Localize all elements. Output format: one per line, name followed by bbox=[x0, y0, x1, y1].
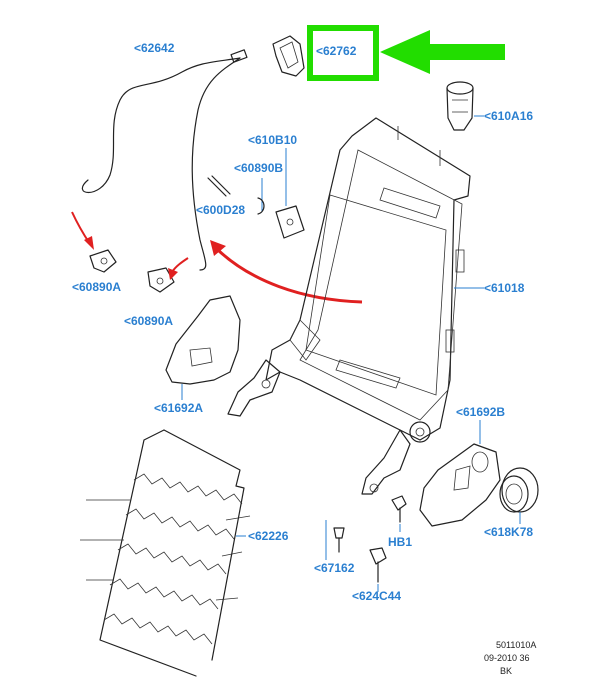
callout-62642: <62642 bbox=[134, 41, 175, 55]
footer-ref-line3: BK bbox=[500, 666, 512, 676]
part-60890A-left[interactable] bbox=[89, 249, 117, 273]
part-67162-screw[interactable] bbox=[333, 527, 345, 553]
footer-ref-line1: 5011010A bbox=[496, 640, 536, 650]
callout-62226: <62226 bbox=[248, 529, 289, 543]
part-610B10[interactable] bbox=[275, 205, 305, 239]
callout-61692A: <61692A bbox=[154, 401, 203, 415]
part-62762[interactable] bbox=[272, 35, 305, 77]
part-61692B[interactable] bbox=[419, 443, 501, 527]
part-61692A[interactable] bbox=[165, 295, 241, 385]
green-arrow-icon bbox=[380, 30, 505, 74]
red-arrow-icon bbox=[71, 211, 363, 304]
part-HB1-bolt[interactable] bbox=[391, 495, 407, 523]
part-600D28[interactable] bbox=[207, 175, 265, 215]
part-618K78-knob[interactable] bbox=[499, 467, 539, 513]
callout-62762: <62762 bbox=[316, 44, 357, 58]
part-62226-spring-mat[interactable] bbox=[80, 429, 251, 677]
highlight-box bbox=[307, 25, 379, 81]
callout-600D28: <600D28 bbox=[196, 203, 245, 217]
callout-61018: <61018 bbox=[484, 281, 525, 295]
footer-ref-line2: 09-2010 36 bbox=[484, 653, 530, 663]
part-61018-frame[interactable] bbox=[227, 117, 471, 495]
part-60890A-right[interactable] bbox=[147, 267, 175, 293]
callout-60890A-left: <60890A bbox=[72, 280, 121, 294]
callout-67162: <67162 bbox=[314, 561, 355, 575]
callout-624C44: <624C44 bbox=[352, 589, 401, 603]
part-624C44-pin[interactable] bbox=[369, 547, 387, 583]
part-610A16[interactable] bbox=[446, 81, 474, 131]
callout-610A16: <610A16 bbox=[484, 109, 533, 123]
callout-610B10: <610B10 bbox=[248, 133, 297, 147]
callout-60890B: <60890B bbox=[234, 161, 283, 175]
callout-618K78: <618K78 bbox=[484, 525, 533, 539]
callout-61692B: <61692B bbox=[456, 405, 505, 419]
callout-60890A-right: <60890A bbox=[124, 314, 173, 328]
part-62642-cable[interactable] bbox=[81, 49, 248, 271]
callout-HB1: HB1 bbox=[388, 535, 412, 549]
